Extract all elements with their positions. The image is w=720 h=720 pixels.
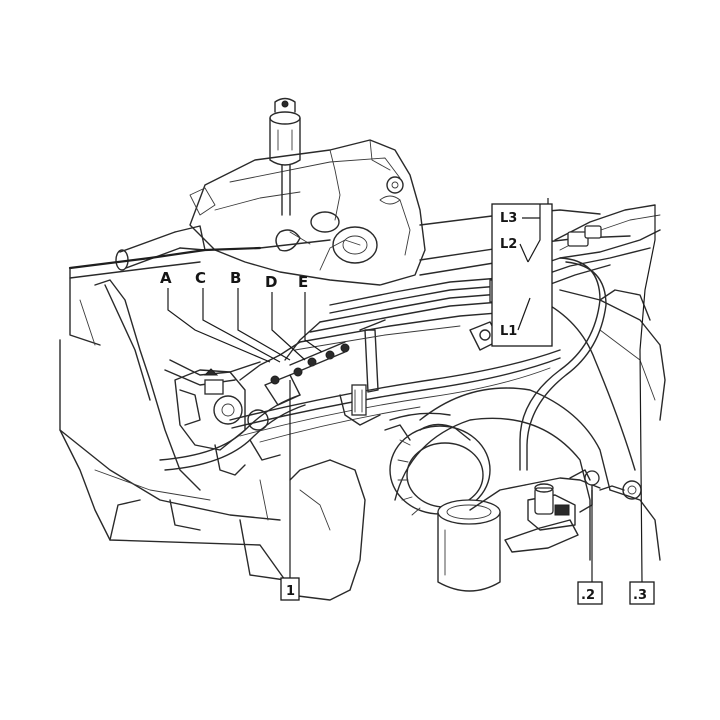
valve-label-frame bbox=[491, 203, 553, 347]
label-group-callouts: 1 .2 .3 bbox=[280, 205, 656, 605]
label-b: B bbox=[230, 269, 241, 287]
turbo-pump bbox=[275, 211, 378, 264]
label-group-top: A C B D E bbox=[160, 269, 323, 363]
reservoir bbox=[269, 97, 301, 216]
label-a: A bbox=[160, 269, 172, 287]
front-body bbox=[59, 339, 366, 601]
label-e: E bbox=[298, 273, 308, 291]
valve-assembly-left bbox=[174, 341, 350, 476]
label-l3: L3 bbox=[500, 211, 517, 226]
label-d: D bbox=[265, 273, 277, 291]
leaf-spring bbox=[229, 319, 561, 443]
right-fender bbox=[394, 289, 666, 561]
engine-block bbox=[189, 139, 426, 286]
callout-1: 1 bbox=[286, 584, 295, 599]
callout-1-box bbox=[280, 577, 300, 601]
air-inlet-pipe bbox=[115, 187, 216, 271]
label-l1: L1 bbox=[500, 324, 517, 339]
callout-3: .3 bbox=[633, 588, 647, 603]
label-group-valves: L3 L2 L1 bbox=[491, 198, 553, 347]
label-l2: L2 bbox=[500, 237, 517, 252]
callout-3-box bbox=[629, 581, 655, 605]
callout-2: .2 bbox=[581, 588, 595, 603]
oil-canister bbox=[437, 484, 526, 592]
callout-2-box bbox=[577, 581, 603, 605]
label-c: C bbox=[195, 269, 206, 287]
pump-assembly-right bbox=[504, 469, 642, 553]
